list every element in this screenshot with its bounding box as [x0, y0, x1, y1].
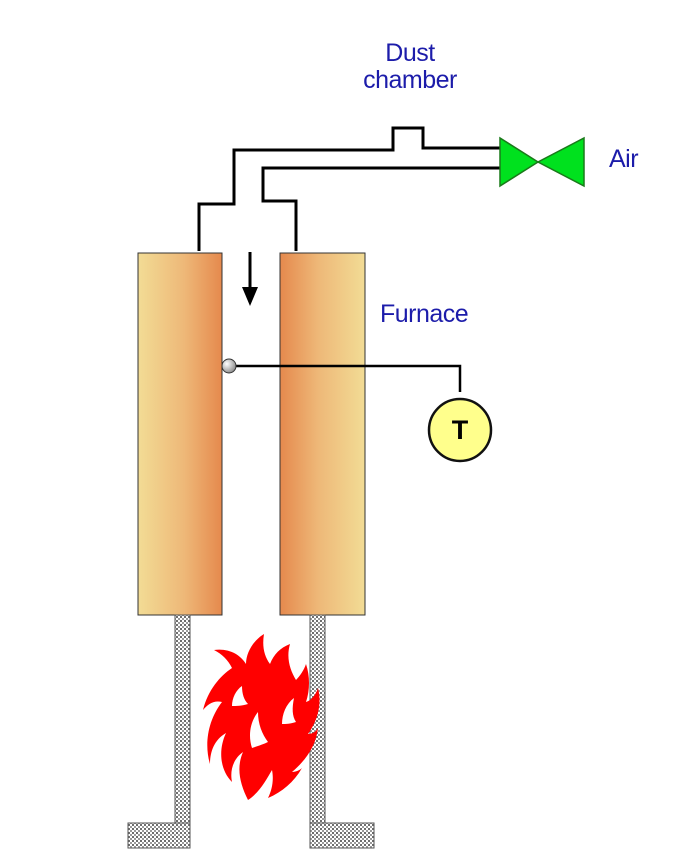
- thermocouple-wire: [229, 364, 462, 392]
- flame-icon: [203, 634, 320, 800]
- furnace-block-right: [279, 252, 366, 616]
- thermometer-gauge-icon[interactable]: [427, 397, 493, 463]
- support-leg-right: [309, 614, 375, 849]
- gauge-letter: T: [451, 415, 469, 445]
- furnace-label: Furnace: [380, 300, 469, 328]
- air-label: Air: [609, 145, 639, 173]
- furnace-block-left: [137, 252, 223, 616]
- dust-chamber-label: Dust chamber: [345, 40, 475, 94]
- dust-chamber-label-line2: chamber: [363, 66, 457, 94]
- support-leg-left: [127, 614, 191, 849]
- dust-chamber-label-line1: Dust: [385, 39, 435, 67]
- thermocouple-tip: [221, 358, 237, 374]
- outer-tube-line: [197, 126, 500, 251]
- valve-icon[interactable]: [499, 136, 585, 188]
- arrow-down-icon: [242, 252, 258, 306]
- inner-tube-line: [261, 166, 500, 251]
